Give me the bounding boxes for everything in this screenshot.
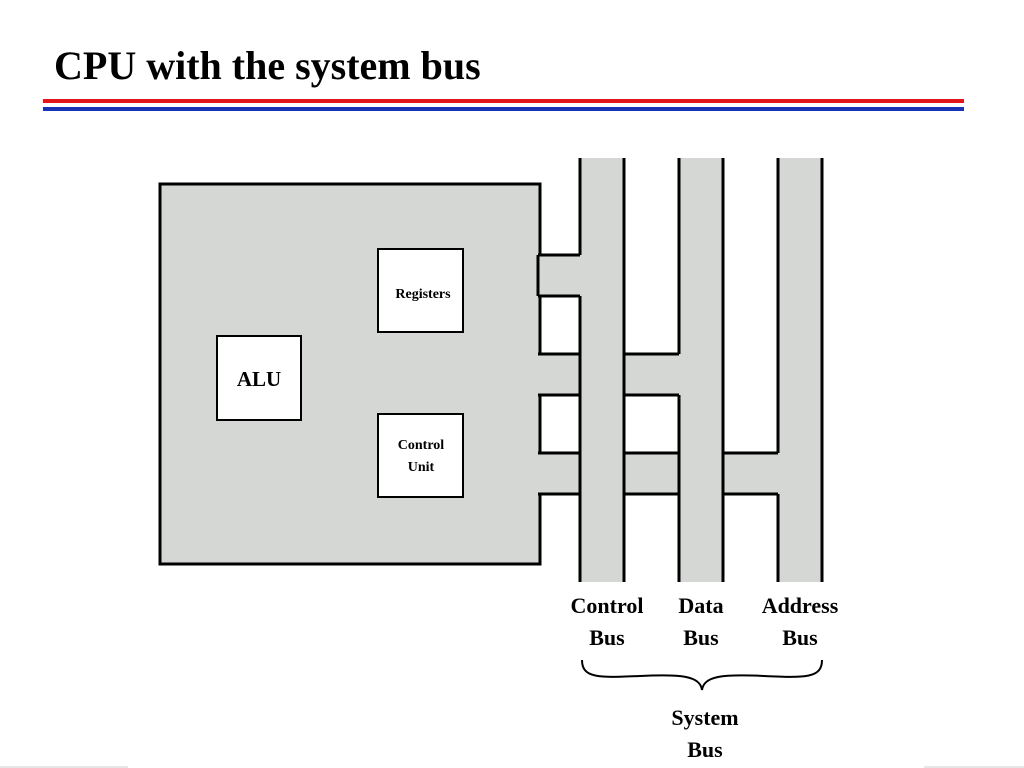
control-unit-label-line1: Control xyxy=(398,438,445,453)
address-bus-outline xyxy=(538,158,824,582)
slide-title: CPU with the system bus xyxy=(54,43,481,88)
control-bus-connector-fill xyxy=(538,255,584,296)
system-bus-label-line2: Bus xyxy=(687,737,723,762)
data-bus-label-line1: Data xyxy=(678,593,723,618)
control-bus-fill xyxy=(580,158,624,582)
alu-box xyxy=(216,335,302,421)
data-bus-label-line2: Bus xyxy=(683,625,719,650)
data-bus-fill xyxy=(679,158,723,582)
system-bus-brace xyxy=(581,659,823,691)
control-bus-label-line1: Control xyxy=(571,593,644,618)
registers-box xyxy=(377,248,464,333)
footer-rule-right xyxy=(924,766,1024,768)
address-bus-connector-fill xyxy=(538,453,781,494)
control-bus-outline xyxy=(536,158,626,582)
system-bus-label-line1: System xyxy=(671,705,738,730)
control-unit-box xyxy=(377,413,464,498)
control-unit-label-line2: Unit xyxy=(408,460,435,475)
registers-label: Registers xyxy=(395,287,451,302)
address-bus-fill xyxy=(778,158,822,582)
address-bus-label-line1: Address xyxy=(762,593,839,618)
title-underline-red xyxy=(43,99,964,103)
footer-rule-left xyxy=(0,766,128,768)
control-bus-label-line2: Bus xyxy=(589,625,625,650)
alu-label: ALU xyxy=(237,367,281,391)
address-bus-label-line2: Bus xyxy=(782,625,818,650)
data-bus-outline xyxy=(538,158,725,582)
title-underline-blue xyxy=(43,107,964,111)
